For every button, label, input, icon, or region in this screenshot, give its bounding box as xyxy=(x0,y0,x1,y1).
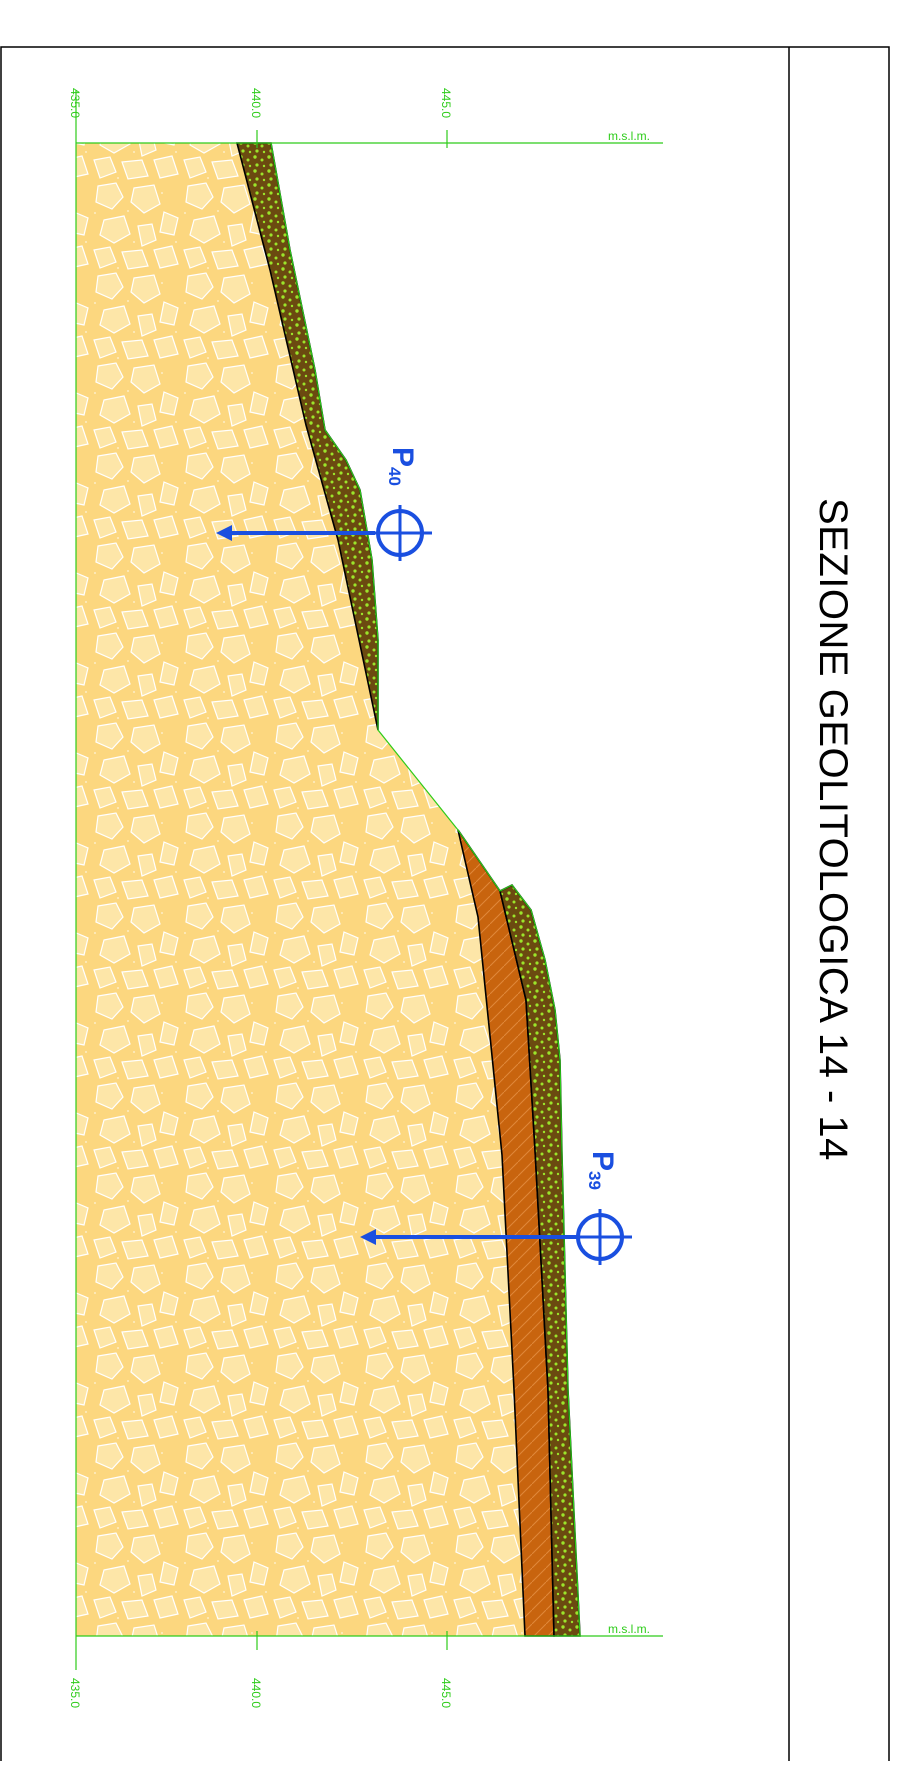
tick-label-top-440: 440.0 xyxy=(249,88,263,118)
borehole-p39-label: P39 xyxy=(585,1151,619,1190)
section-title: SEZIONE GEOLITOLOGICA 14 - 14 xyxy=(811,498,855,1161)
tick-label-top-445: 445.0 xyxy=(439,88,453,118)
borehole-p39-arrowhead xyxy=(360,1229,376,1245)
unit-label-top: m.s.l.m. xyxy=(608,129,650,143)
borehole-p40-arrowhead xyxy=(216,525,232,541)
sheet-frame xyxy=(0,46,890,1766)
ground-surface-line xyxy=(270,142,581,1637)
tick-label-bottom-440: 440.0 xyxy=(249,1678,263,1708)
borehole-p39: P39 xyxy=(360,1151,632,1265)
borehole-p40-label: P40 xyxy=(385,447,419,486)
unit-label-bottom: m.s.l.m. xyxy=(608,1622,650,1636)
borehole-p40: P40 xyxy=(216,447,432,561)
tick-label-bottom-435: 435.0 xyxy=(68,1678,82,1708)
tick-label-top-435: 435.0 xyxy=(68,88,82,118)
gravel-layer xyxy=(76,143,525,1636)
tick-label-bottom-445: 445.0 xyxy=(439,1678,453,1708)
elevation-scale xyxy=(75,90,663,1670)
